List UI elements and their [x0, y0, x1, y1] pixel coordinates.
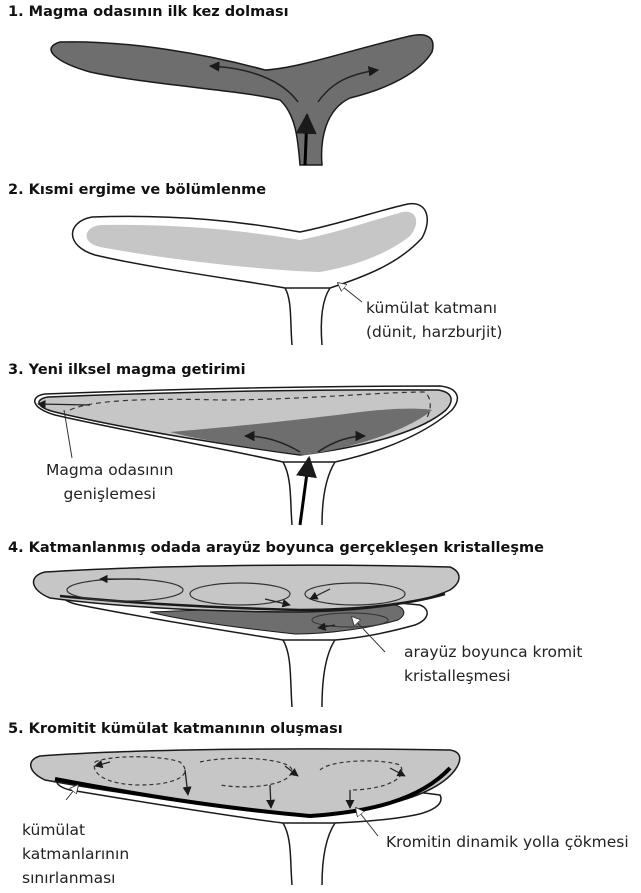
stage-2-conduit [285, 288, 330, 345]
stage-3-label: Magma odasının genişlemesi [46, 458, 173, 506]
stage-5-conduit [283, 823, 335, 885]
stage-1-magma-body [51, 35, 433, 165]
stage-4-title: 4. Katmanlanmış odada arayüz boyunca ger… [8, 540, 544, 556]
stage-5-left-label-line-3: sınırlanması [22, 866, 129, 890]
stage-5-title: 5. Kromitit kümülat katmanının oluşması [8, 721, 343, 737]
stage-4-conduit [283, 640, 335, 707]
stage-2-label-line-2: (dünit, harzburjit) [366, 320, 502, 344]
stage-4-label-line-2: kristalleşmesi [404, 664, 583, 688]
stage-3-ascent-arrow [300, 458, 309, 525]
stage-3-label-line-1: Magma odasının [46, 458, 173, 482]
stage-2-label: kümülat katmanı (dünit, harzburjit) [366, 296, 502, 344]
stage-4-label: arayüz boyunca kromit kristalleşmesi [404, 640, 583, 688]
stage-3-title: 3. Yeni ilksel magma getirimi [8, 362, 246, 378]
stage-3-label-line-2: genişlemesi [46, 482, 173, 506]
stage-1-chamber [51, 35, 433, 165]
stage-1-title: 1. Magma odasının ilk kez dolması [8, 4, 289, 20]
stage-5-left-label: kümülat katmanlarının sınırlanması [22, 818, 129, 890]
stage-2-title: 2. Kısmi ergime ve bölümlenme [8, 182, 266, 198]
stage-5-right-label: Kromitin dinamik yolla çökmesi [386, 830, 629, 854]
stage-2-label-arrow [338, 283, 362, 302]
stage-4-chamber [34, 565, 459, 707]
stage-4-label-line-1: arayüz boyunca kromit [404, 640, 583, 664]
stage-5-left-label-line-2: katmanlarının [22, 842, 129, 866]
stage-2-label-line-1: kümülat katmanı [366, 296, 502, 320]
stage-5-left-label-line-1: kümülat [22, 818, 129, 842]
stage-1-ascent-arrow [305, 115, 307, 165]
stage-3-conduit [283, 462, 335, 525]
